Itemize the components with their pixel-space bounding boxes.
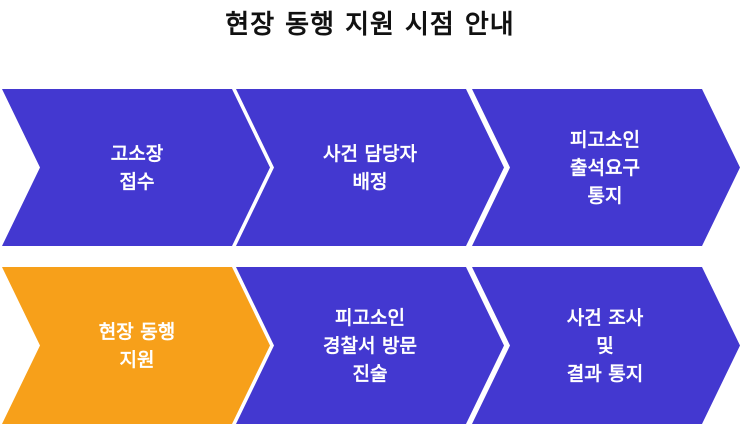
diagram-title: 현장 동행 지원 시점 안내 (225, 10, 515, 40)
step-label-line: 통지 (587, 184, 623, 207)
step-label-line: 진술 (352, 362, 388, 385)
step-chevron-3 (472, 89, 740, 246)
step-label-line: 현장 동행 (98, 320, 176, 343)
step-label-line: 피고소인 (335, 306, 405, 329)
step-label-line: 사건 조사 (566, 306, 644, 329)
step-label-line: 고소장 (110, 142, 164, 165)
step-chevron-5 (236, 267, 504, 424)
step-label-line: 접수 (119, 170, 155, 193)
step-chevron-4 (2, 267, 270, 424)
step-label-line: 결과 통지 (566, 362, 644, 385)
step-label-line: 및 (596, 334, 614, 357)
step-label-line: 출석요구 (570, 156, 640, 179)
step-chevron-1 (2, 89, 270, 246)
step-label-line: 배정 (352, 170, 388, 193)
step-label-line: 사건 담당자 (322, 142, 417, 165)
step-label-line: 경찰서 방문 (322, 334, 417, 357)
step-label-line: 피고소인 (570, 128, 640, 151)
step-chevron-2 (236, 89, 504, 246)
step-label-line: 지원 (119, 348, 155, 371)
step-chevron-6 (472, 267, 740, 424)
